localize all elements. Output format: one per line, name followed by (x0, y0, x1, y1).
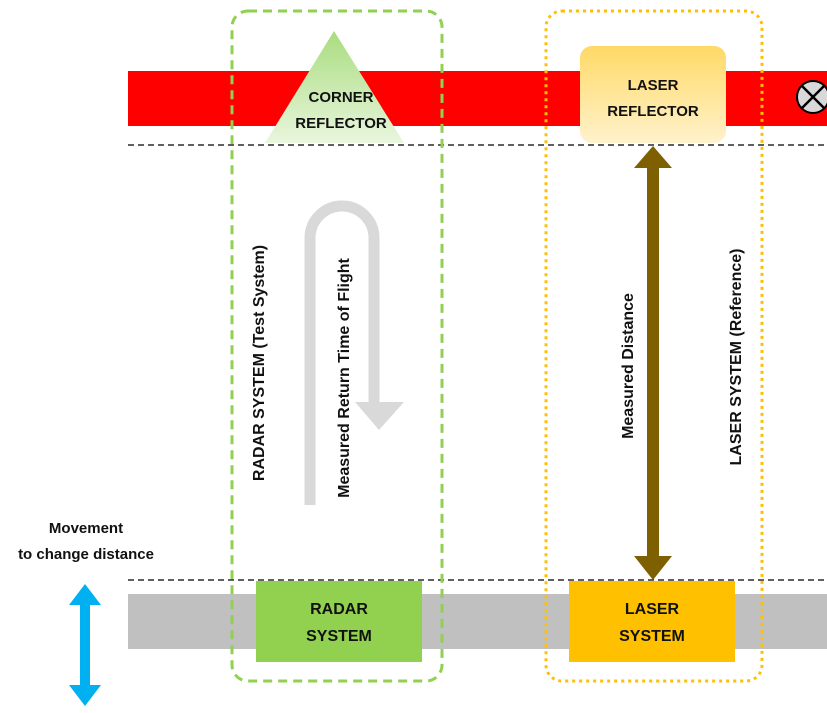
radar-frame-label: RADAR SYSTEM (Test System) (251, 245, 268, 481)
laser-system-label-1: LASER (625, 601, 680, 618)
movement-label-2: to change distance (18, 546, 154, 563)
laser-reflector-label-1: LASER (628, 77, 679, 94)
laser-system-box (569, 581, 735, 662)
radar-system-frame (230, 9, 444, 683)
radar-system-box (256, 581, 422, 662)
measured-distance-arrow (634, 146, 672, 580)
return-time-arrowhead (355, 402, 404, 430)
laser-system-label-2: SYSTEM (619, 628, 685, 645)
radar-system-label-1: RADAR (310, 601, 368, 618)
laser-reflector-label-2: REFLECTOR (607, 103, 699, 120)
measured-distance-label: Measured Distance (620, 293, 637, 439)
return-time-label: Measured Return Time of Flight (336, 257, 353, 497)
corner-reflector-label-1: CORNER (308, 89, 373, 106)
corner-reflector-label-2: REFLECTOR (295, 115, 387, 132)
circle-x-icon (796, 80, 827, 114)
triangle-reflector-icon (265, 31, 404, 143)
laser-reflector (580, 46, 726, 143)
laser-system-frame (544, 9, 764, 683)
movement-label-1: Movement (49, 520, 123, 537)
return-time-arrow (304, 200, 380, 505)
movement-arrow (69, 584, 101, 706)
laser-frame-label: LASER SYSTEM (Reference) (728, 249, 745, 466)
radar-system-label-2: SYSTEM (306, 628, 372, 645)
